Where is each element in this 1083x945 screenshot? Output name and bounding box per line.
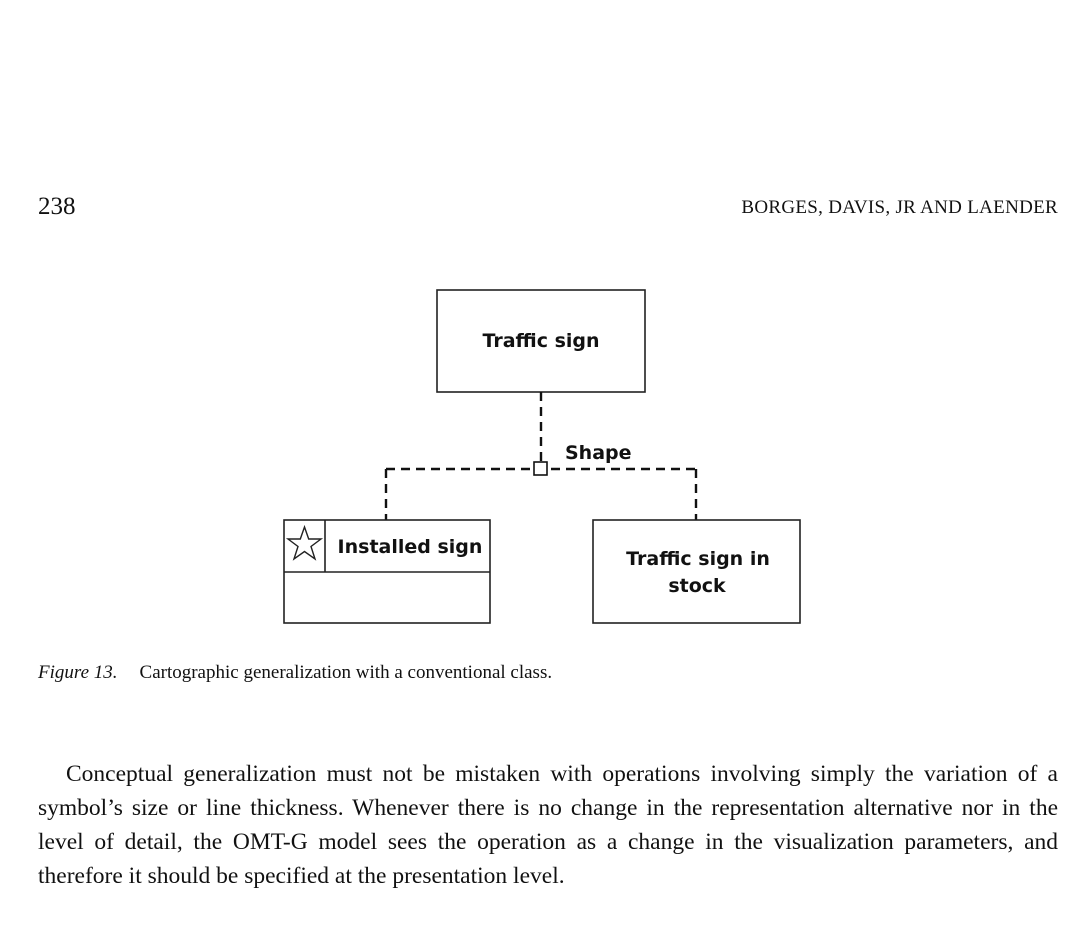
page-header: 238 BORGES, DAVIS, JR AND LAENDER — [38, 193, 1058, 225]
figure-caption-text: Cartographic generalization with a conve… — [139, 662, 553, 683]
body-paragraph: Conceptual generalization must not be mi… — [38, 761, 1058, 889]
superclass-label: Traffic sign — [482, 330, 599, 352]
installed-sign-label: Installed sign — [338, 536, 483, 558]
generalization-square — [533, 461, 548, 476]
stock-sign-box — [592, 519, 801, 624]
figure-caption: Figure 13. Cartographic generalization wi… — [38, 662, 552, 684]
stock-sign-label-line1: Traffic sign in — [626, 548, 770, 570]
page-number: 238 — [38, 193, 76, 220]
superclass-box — [436, 289, 646, 393]
star-icon — [285, 524, 324, 561]
figure-label: Figure 13. — [38, 662, 118, 683]
stock-sign-label-line2: stock — [668, 575, 726, 597]
relation-label: Shape — [565, 442, 632, 464]
running-head: BORGES, DAVIS, JR AND LAENDER — [741, 197, 1058, 218]
